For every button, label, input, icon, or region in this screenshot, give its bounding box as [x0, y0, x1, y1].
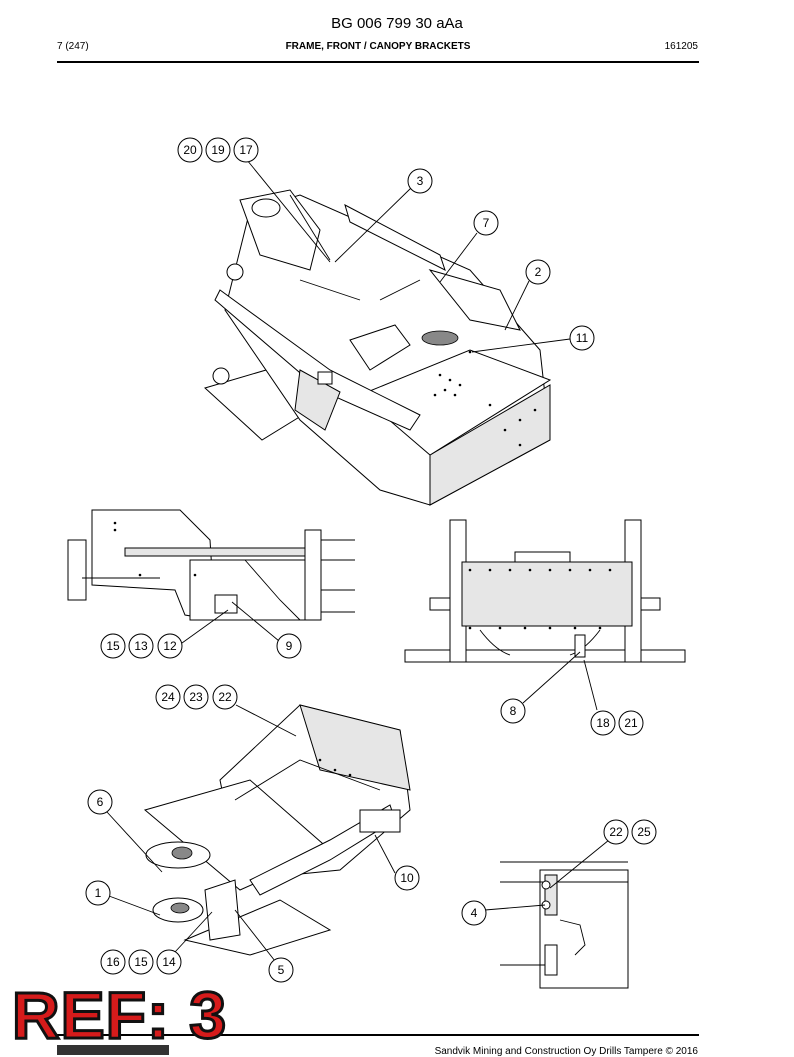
svg-text:9: 9	[286, 639, 293, 653]
callout-23: 23	[183, 684, 209, 710]
callout-3: 3	[407, 168, 433, 194]
leader-lines	[106, 159, 610, 962]
callout-8: 8	[500, 698, 526, 724]
callout-9: 9	[276, 633, 302, 659]
svg-text:15: 15	[106, 639, 120, 653]
header-rule	[57, 61, 699, 63]
document-id: BG 006 799 30 aAa	[331, 15, 463, 32]
callout-20: 20	[177, 137, 203, 163]
svg-text:11: 11	[576, 331, 589, 345]
callout-18: 18	[590, 710, 616, 736]
callout-5: 5	[268, 957, 294, 983]
callout-16: 16	[100, 949, 126, 975]
svg-text:18: 18	[596, 716, 610, 730]
front-view	[404, 519, 686, 663]
svg-text:6: 6	[97, 795, 104, 809]
svg-text:8: 8	[510, 704, 517, 718]
brand-logo	[57, 1045, 169, 1055]
callout-19: 19	[205, 137, 231, 163]
document-date: 161205	[664, 41, 698, 52]
callout-10: 10	[394, 865, 420, 891]
svg-text:3: 3	[417, 174, 424, 188]
main-isometric-view	[204, 189, 552, 506]
svg-text:1: 1	[95, 886, 102, 900]
svg-text:2: 2	[535, 265, 542, 279]
svg-text:12: 12	[163, 639, 177, 653]
svg-text:21: 21	[624, 716, 638, 730]
callout-13: 13	[128, 633, 154, 659]
callout-24: 24	[155, 684, 181, 710]
svg-text:15: 15	[134, 955, 148, 969]
lower-isometric-view	[143, 704, 411, 956]
section-title: FRAME, FRONT / CANOPY BRACKETS	[285, 41, 471, 52]
callout-25: 25	[631, 819, 657, 845]
callout-12: 12	[157, 633, 183, 659]
footer-rule	[57, 1034, 699, 1036]
svg-text:20: 20	[183, 143, 197, 157]
svg-text:22: 22	[609, 825, 623, 839]
svg-text:10: 10	[400, 871, 414, 885]
svg-text:7: 7	[483, 216, 490, 230]
svg-text:16: 16	[106, 955, 120, 969]
svg-text:5: 5	[278, 963, 285, 977]
svg-text:25: 25	[637, 825, 651, 839]
callout-1: 1	[85, 880, 111, 906]
svg-text:19: 19	[211, 143, 225, 157]
footer-copyright: Sandvik Mining and Construction Oy Drill…	[434, 1046, 698, 1057]
callout-22: 22	[212, 684, 238, 710]
callout-4: 4	[461, 900, 487, 926]
svg-text:17: 17	[239, 143, 253, 157]
callout-2: 2	[525, 259, 551, 285]
callout-21: 21	[618, 710, 644, 736]
callout-6: 6	[87, 789, 113, 815]
callout-22: 22	[603, 819, 629, 845]
detail-view	[500, 861, 629, 989]
page-number: 7 (247)	[57, 41, 89, 52]
svg-text:4: 4	[471, 906, 478, 920]
svg-text:14: 14	[162, 955, 176, 969]
svg-text:24: 24	[161, 690, 175, 704]
svg-text:13: 13	[134, 639, 148, 653]
ref-stamp: REF: 3	[10, 978, 228, 1052]
callout-17: 17	[233, 137, 259, 163]
svg-text:22: 22	[218, 690, 232, 704]
callout-15: 15	[128, 949, 154, 975]
callout-15: 15	[100, 633, 126, 659]
callout-14: 14	[156, 949, 182, 975]
svg-text:23: 23	[189, 690, 203, 704]
callout-7: 7	[473, 210, 499, 236]
side-view	[67, 509, 355, 621]
callout-11: 11	[569, 325, 595, 351]
